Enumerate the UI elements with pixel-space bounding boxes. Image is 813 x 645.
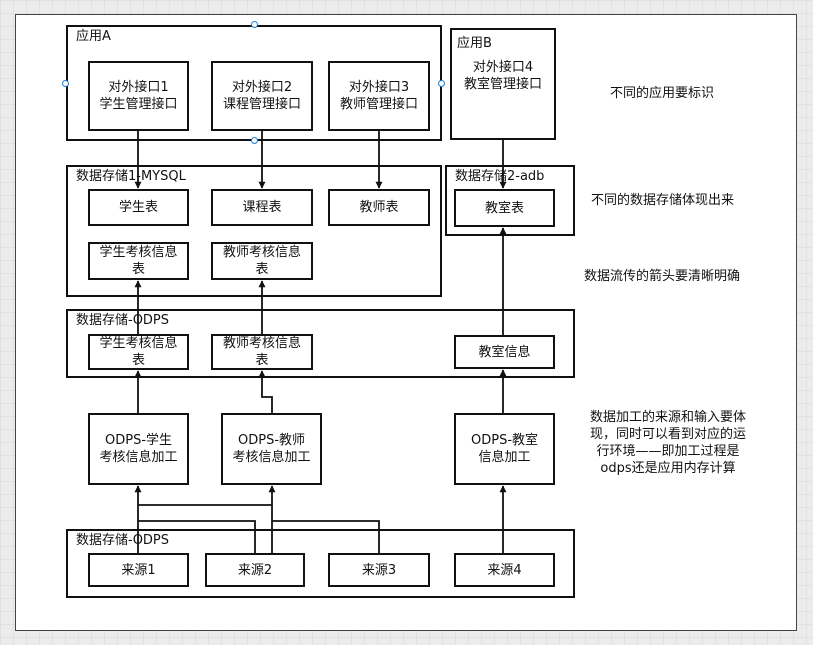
classroom-table[interactable]: 教室表 bbox=[454, 189, 555, 227]
job-student-line1: ODPS-学生 bbox=[104, 433, 173, 448]
api-1-name: 对外接口1 bbox=[108, 80, 169, 95]
teacher-table[interactable]: 教师表 bbox=[328, 189, 430, 226]
api-4-desc: 教室管理接口 bbox=[463, 77, 542, 92]
student-table[interactable]: 学生表 bbox=[88, 189, 189, 226]
api-4-text: 对外接口4 教室管理接口 bbox=[452, 44, 554, 108]
classroom-table-label: 教室表 bbox=[484, 200, 524, 216]
note-processing-line3: 行环境——即加工过程是 bbox=[596, 444, 740, 459]
note-processing: 数据加工的来源和输入要体 现，同时可以看到对应的运 行环境——即加工过程是 od… bbox=[583, 409, 753, 477]
job-student-line2: 考核信息加工 bbox=[99, 450, 178, 465]
source-3[interactable]: 来源3 bbox=[328, 553, 430, 587]
source-2[interactable]: 来源2 bbox=[205, 553, 305, 587]
api-box-2[interactable]: 对外接口2 课程管理接口 bbox=[211, 61, 313, 131]
source-4-label: 来源4 bbox=[487, 562, 522, 578]
mysql-store-title: 数据存储1-MYSQL bbox=[76, 169, 186, 184]
app-b-title: 应用B bbox=[457, 36, 492, 51]
note-processing-line2: 现，同时可以看到对应的运 bbox=[589, 427, 746, 442]
teacher-table-label: 教师表 bbox=[359, 200, 399, 215]
selection-handle-top[interactable] bbox=[251, 21, 258, 28]
note-processing-line1: 数据加工的来源和输入要体 bbox=[589, 410, 746, 425]
mysql-teacher-eval-line2: 表 bbox=[255, 262, 269, 277]
adb-store-title: 数据存储2-adb bbox=[455, 169, 545, 184]
source-1[interactable]: 来源1 bbox=[88, 553, 189, 587]
mysql-student-eval-line2: 表 bbox=[131, 262, 145, 277]
odps-store-container[interactable]: 数据存储-ODPS bbox=[66, 309, 575, 378]
mysql-teacher-eval-table[interactable]: 教师考核信息 表 bbox=[211, 242, 313, 280]
odps-student-eval-line1: 学生考核信息 bbox=[99, 336, 178, 351]
course-table-label: 课程表 bbox=[242, 200, 282, 215]
note-app-label: 不同的应用要标识 bbox=[610, 86, 715, 101]
source-4[interactable]: 来源4 bbox=[454, 553, 555, 587]
job-student-eval[interactable]: ODPS-学生 考核信息加工 bbox=[88, 413, 189, 485]
job-classroom-line1: ODPS-教室 bbox=[470, 433, 539, 448]
student-table-label: 学生表 bbox=[118, 200, 158, 215]
odps-teacher-eval-line1: 教师考核信息 bbox=[222, 336, 301, 351]
api-3-name: 对外接口3 bbox=[348, 80, 410, 95]
mysql-teacher-eval-line1: 教师考核信息 bbox=[222, 245, 301, 260]
job-teacher-eval[interactable]: ODPS-教师 考核信息加工 bbox=[221, 413, 322, 485]
source-store-title: 数据存储-ODPS bbox=[76, 533, 170, 548]
api-2-name: 对外接口2 bbox=[231, 80, 293, 95]
odps-room-info[interactable]: 教室信息 bbox=[454, 335, 555, 369]
odps-student-eval-table[interactable]: 学生考核信息 表 bbox=[88, 334, 189, 370]
api-4-name: 对外接口4 bbox=[472, 60, 534, 75]
source-1-label: 来源1 bbox=[121, 562, 156, 578]
api-box-3[interactable]: 对外接口3 教师管理接口 bbox=[328, 61, 430, 131]
job-classroom[interactable]: ODPS-教室 信息加工 bbox=[454, 413, 555, 485]
job-teacher-line2: 考核信息加工 bbox=[232, 450, 311, 465]
note-arrows: 数据流传的箭头要清晰明确 bbox=[584, 269, 741, 284]
source-2-label: 来源2 bbox=[237, 562, 273, 578]
odps-room-info-label: 教室信息 bbox=[478, 344, 531, 360]
api-box-1-text: 对外接口1 学生管理接口 bbox=[90, 63, 187, 129]
odps-teacher-eval-table[interactable]: 教师考核信息 表 bbox=[211, 334, 313, 370]
job-classroom-line2: 信息加工 bbox=[478, 450, 531, 465]
api-box-1[interactable]: 对外接口1 学生管理接口 bbox=[88, 61, 189, 131]
api-2-desc: 课程管理接口 bbox=[222, 97, 301, 112]
selection-handle-left[interactable] bbox=[62, 80, 69, 87]
source-3-label: 来源3 bbox=[361, 562, 397, 578]
selection-handle-bottom[interactable] bbox=[251, 137, 258, 144]
adb-store-container[interactable]: 数据存储2-adb bbox=[445, 165, 575, 236]
note-processing-line4: odps还是应用内存计算 bbox=[600, 461, 736, 476]
mysql-store-container[interactable]: 数据存储1-MYSQL bbox=[66, 165, 442, 297]
api-1-desc: 学生管理接口 bbox=[99, 97, 178, 112]
app-a-title: 应用A bbox=[76, 29, 111, 44]
mysql-student-eval-table[interactable]: 学生考核信息 表 bbox=[88, 242, 189, 280]
api-box-2-text: 对外接口2 课程管理接口 bbox=[213, 63, 311, 129]
odps-teacher-eval-line2: 表 bbox=[255, 353, 269, 368]
note-storage: 不同的数据存储体现出来 bbox=[591, 193, 735, 208]
course-table[interactable]: 课程表 bbox=[211, 189, 313, 226]
api-box-3-text: 对外接口3 教师管理接口 bbox=[330, 63, 428, 129]
selection-handle-right[interactable] bbox=[438, 80, 445, 87]
odps-store-title: 数据存储-ODPS bbox=[76, 313, 170, 328]
odps-student-eval-line2: 表 bbox=[131, 353, 145, 368]
mysql-student-eval-line1: 学生考核信息 bbox=[99, 245, 178, 260]
app-b-container[interactable]: 应用B 对外接口4 教室管理接口 bbox=[450, 28, 556, 140]
api-3-desc: 教师管理接口 bbox=[339, 97, 418, 112]
job-teacher-line1: ODPS-教师 bbox=[237, 433, 306, 448]
